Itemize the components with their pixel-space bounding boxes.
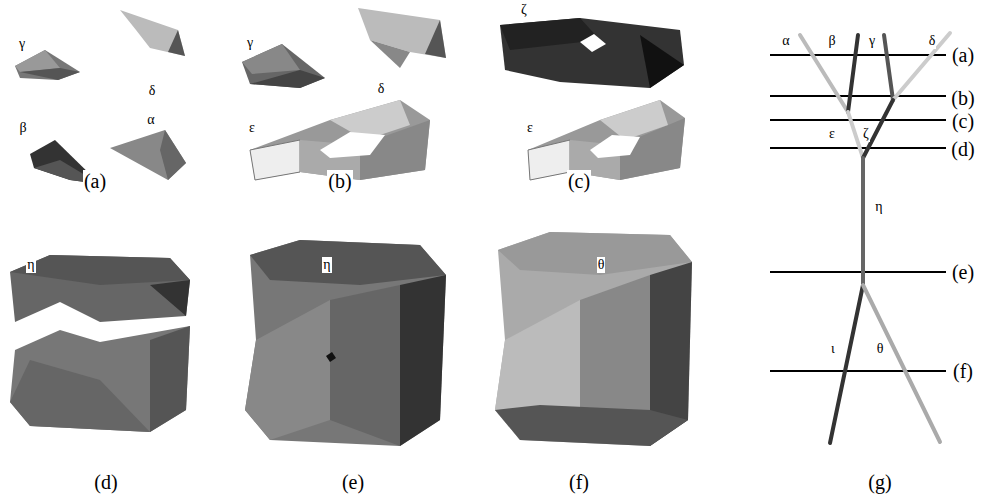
branch-label: ι	[830, 341, 836, 356]
shape-label: η	[26, 257, 35, 272]
level-label: (f)	[952, 360, 974, 382]
level-lines	[770, 55, 946, 371]
shape-eta	[245, 240, 446, 446]
level-label: (e)	[951, 261, 975, 283]
panel-label: (f)	[568, 471, 590, 493]
shape-gamma	[242, 44, 325, 88]
shape-epsilon	[250, 100, 430, 180]
shape-label: δ	[377, 81, 386, 96]
shape-theta	[495, 232, 692, 446]
level-label: (d)	[950, 138, 975, 160]
reeb-graph	[800, 33, 950, 443]
shape-label: γ	[246, 35, 254, 50]
shape-label: ε	[526, 120, 534, 135]
branch-label: β	[827, 33, 836, 48]
level-label: (a)	[951, 44, 975, 66]
panel-label: (b)	[327, 170, 352, 192]
shape-label: γ	[18, 36, 26, 51]
branch-label: θ	[876, 341, 885, 356]
shape-zeta	[500, 18, 684, 88]
shape-alpha	[110, 130, 186, 180]
shape-label: θ	[597, 257, 606, 272]
panel-label: (a)	[83, 170, 107, 192]
shape-label: δ	[148, 83, 157, 98]
shape-gamma	[15, 50, 80, 80]
shape-label: η	[322, 257, 331, 272]
shape-label: ε	[248, 120, 256, 135]
shape-delta	[120, 10, 185, 56]
panel-label: (e)	[341, 471, 365, 493]
shape-eta	[10, 255, 190, 432]
branch-label: α	[781, 33, 790, 48]
shape-label: ζ	[520, 2, 528, 17]
branch-label: δ	[928, 33, 937, 48]
level-label: (b)	[950, 87, 975, 109]
panel-label: (d)	[93, 471, 118, 493]
shape-label: β	[18, 120, 27, 135]
panel-label: (c)	[567, 170, 591, 192]
branch-label: γ	[868, 33, 876, 48]
shape-label: α	[146, 112, 155, 127]
panel-label: (g)	[867, 471, 892, 493]
branch-label: ζ	[862, 126, 870, 141]
shape-epsilon	[528, 100, 685, 180]
shape-delta	[358, 8, 446, 68]
branch-label: η	[874, 199, 883, 214]
level-label: (c)	[951, 110, 975, 132]
branch-label: ε	[828, 126, 836, 141]
